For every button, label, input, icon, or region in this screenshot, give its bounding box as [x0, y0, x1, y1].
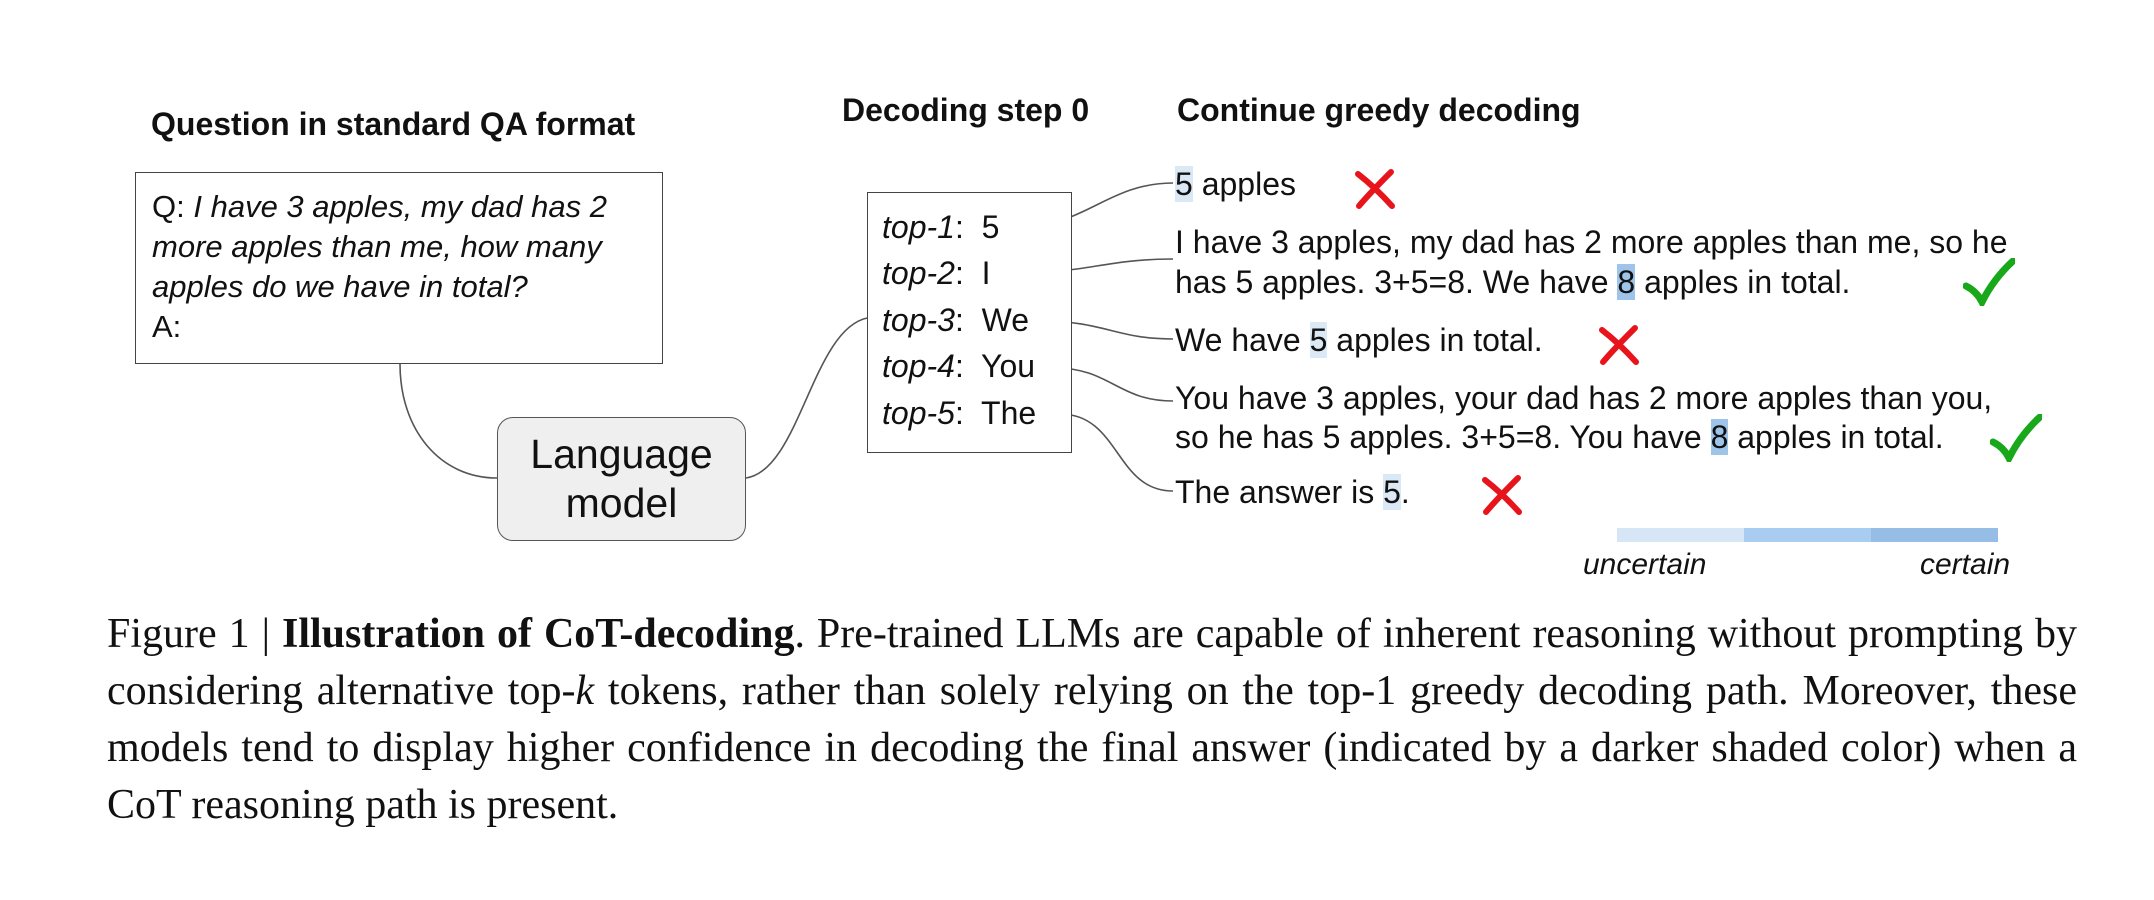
top-2-token: I — [981, 255, 991, 291]
top-5-row: top-5: The — [882, 395, 1037, 431]
question-line-3: apples do we have in total? — [152, 267, 662, 307]
q-text-1: I have 3 apples, my dad has 2 — [193, 189, 607, 224]
confidence-bar-low — [1617, 528, 1744, 542]
caption-text-b: tokens, rather than solely relying on th… — [107, 668, 2077, 828]
path-2-text-after: apples in total. — [1635, 264, 1851, 300]
top-2-label: top-2 — [882, 255, 955, 291]
connector-top5 — [1059, 413, 1174, 492]
path-3-answer: 5 — [1309, 322, 1328, 358]
path-3-text-before: We have — [1175, 322, 1310, 358]
language-model-box: Language model — [497, 417, 746, 541]
q-prefix: Q: — [152, 189, 185, 224]
path-5-text-after: . — [1400, 474, 1410, 510]
path-3-text-after: apples in total. — [1327, 322, 1543, 358]
question-box: Q: I have 3 apples, my dad has 2 more ap… — [135, 172, 663, 364]
top-4-label: top-4 — [882, 348, 955, 384]
top-1-row: top-1: 5 — [882, 209, 1000, 245]
connector-question-to-model — [399, 363, 498, 479]
top-5-token: The — [981, 395, 1037, 431]
connector-top4 — [1054, 367, 1174, 402]
q-text-3: apples do we have in total? — [152, 269, 528, 304]
path-1-text: apples — [1192, 166, 1296, 202]
caption-k: k — [575, 668, 595, 714]
caption-text-a: . Pre-trained LLMs are capable of inhere… — [107, 611, 2077, 714]
cross-icon — [1482, 475, 1522, 515]
top-4-row: top-4: You — [882, 348, 1036, 384]
path-4-answer: 8 — [1710, 419, 1729, 455]
top-1-label: top-1 — [882, 209, 955, 245]
path-4-text-after: apples in total. — [1728, 419, 1944, 455]
path-2-answer: 8 — [1617, 264, 1636, 300]
uncertain-label: uncertain — [1583, 548, 1707, 581]
language-model-line-1: Language — [530, 431, 713, 477]
path-3: We have 5 apples in total. — [1175, 322, 1543, 359]
figure-caption: Figure 1 | Illustration of CoT-decoding.… — [107, 606, 2077, 834]
caption-prefix: Figure 1 | — [107, 611, 282, 657]
decoding-step-heading: Decoding step 0 — [842, 92, 1090, 128]
certain-label: certain — [1920, 548, 2011, 581]
top-3-label: top-3 — [882, 302, 955, 338]
top-1-token: 5 — [981, 209, 1000, 245]
caption-title: Illustration of CoT-decoding — [281, 611, 795, 657]
q-text-2: more apples than me, how many — [152, 229, 602, 264]
path-1: 5 apples — [1175, 166, 1296, 203]
connector-model-to-tokens — [745, 317, 868, 479]
top-2-row: top-2: I — [882, 255, 991, 291]
answer-prefix: A: — [152, 309, 182, 344]
path-5: The answer is 5. — [1175, 474, 1410, 511]
top-k-tokens-box: top-1: 5 top-2: I top-3: We top-4: You t… — [867, 192, 1072, 453]
confidence-bar-mid — [1744, 528, 1871, 542]
confidence-bar-high — [1871, 528, 1998, 542]
path-2-line-1: I have 3 apples, my dad has 2 more apple… — [1175, 224, 2008, 260]
check-icon — [1990, 414, 2042, 462]
top-5-label: top-5 — [882, 395, 955, 431]
top-3-row: top-3: We — [882, 302, 1030, 338]
top-4-token: You — [981, 348, 1036, 384]
question-heading: Question in standard QA format — [151, 106, 636, 142]
path-4-text-before: so he has 5 apples. 3+5=8. You have — [1175, 419, 1711, 455]
path-1-answer: 5 — [1175, 166, 1193, 202]
path-2-line-2: has 5 apples. 3+5=8. We have 8 apples in… — [1175, 264, 1850, 301]
cross-icon — [1355, 169, 1395, 209]
question-line-1: Q: I have 3 apples, my dad has 2 — [152, 187, 662, 227]
cross-icon — [1599, 325, 1639, 365]
language-model-line-2: model — [565, 480, 678, 526]
path-2-text-before: has 5 apples. 3+5=8. We have — [1175, 264, 1618, 300]
question-line-2: more apples than me, how many — [152, 227, 662, 267]
path-5-answer: 5 — [1383, 474, 1401, 510]
top-3-token: We — [981, 302, 1030, 338]
check-icon — [1963, 258, 2015, 306]
continue-heading: Continue greedy decoding — [1177, 92, 1581, 128]
path-4-line-1: You have 3 apples, your dad has 2 more a… — [1175, 380, 1993, 416]
path-4-line-2: so he has 5 apples. 3+5=8. You have 8 ap… — [1175, 419, 1944, 456]
path-5-text-before: The answer is — [1175, 474, 1384, 510]
